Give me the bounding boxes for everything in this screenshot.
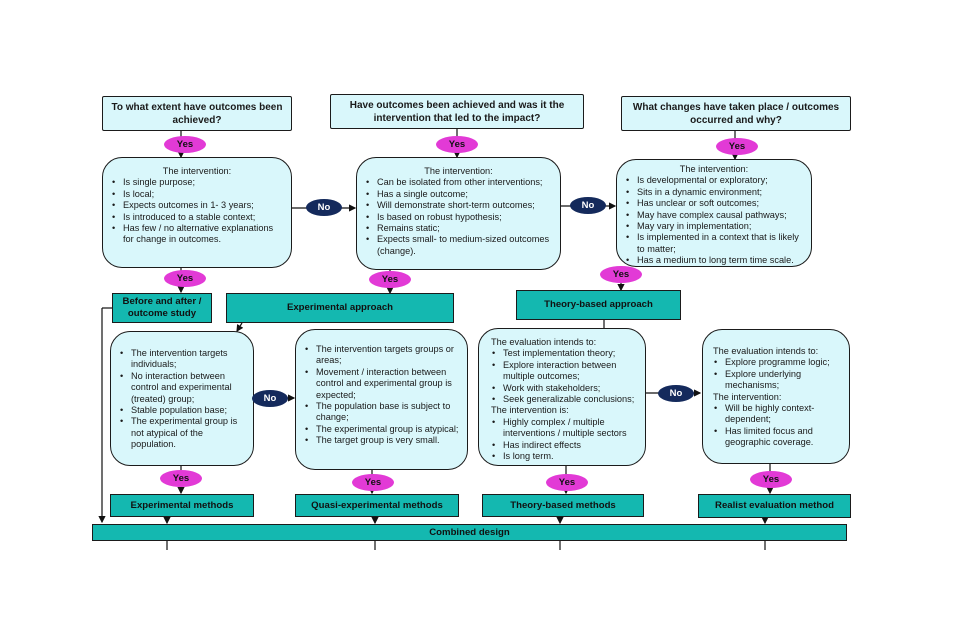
criteria-item: Movement / interaction between control a… bbox=[305, 367, 459, 401]
criteria-item: Highly complex / multiple interventions … bbox=[492, 417, 637, 440]
yes-label: Yes bbox=[164, 136, 206, 153]
yes-label: Yes bbox=[600, 266, 642, 283]
question-changes-why: What changes have taken place / outcomes… bbox=[621, 96, 851, 131]
theory-based-methods: Theory-based methods bbox=[482, 494, 644, 517]
criteria-list: Will be highly context-dependent; Has li… bbox=[713, 403, 841, 449]
yes-label: Yes bbox=[750, 471, 792, 488]
criteria-box-realist: The evaluation intends to: Explore progr… bbox=[702, 329, 850, 464]
criteria-heading: The intervention is: bbox=[491, 405, 569, 416]
criteria-box-quasi-methods: The intervention targets groups or areas… bbox=[295, 329, 468, 470]
combined-design: Combined design bbox=[92, 524, 847, 541]
criteria-heading: The intervention: bbox=[713, 391, 782, 402]
no-label: No bbox=[570, 197, 606, 214]
criteria-item: Work with stakeholders; bbox=[492, 383, 637, 395]
experimental-methods: Experimental methods bbox=[110, 494, 254, 517]
quasi-experimental-methods: Quasi-experimental methods bbox=[295, 494, 459, 517]
arrow-experimental-to-criteria bbox=[236, 322, 244, 333]
criteria-list: Highly complex / multiple interventions … bbox=[491, 417, 637, 463]
criteria-item: Has few / no alternative explanations fo… bbox=[112, 223, 283, 246]
question-outcomes-attribution: Have outcomes been achieved and was it t… bbox=[330, 94, 584, 129]
criteria-list: Is developmental or exploratory; Sits in… bbox=[625, 175, 803, 267]
experimental-approach: Experimental approach bbox=[226, 293, 454, 323]
no-label: No bbox=[252, 390, 288, 407]
realist-evaluation-method: Realist evaluation method bbox=[698, 494, 851, 518]
criteria-item: Explore interaction between multiple out… bbox=[492, 360, 637, 383]
criteria-item: The population base is subject to change… bbox=[305, 401, 459, 424]
criteria-item: Remains static; bbox=[366, 223, 552, 235]
criteria-item: Is based on robust hypothesis; bbox=[366, 212, 552, 224]
criteria-item: No interaction between control and exper… bbox=[120, 371, 245, 405]
criteria-item: Has a medium to long term time scale. bbox=[626, 255, 803, 267]
criteria-heading: The evaluation intends to: bbox=[713, 346, 819, 356]
criteria-box-theory-methods: The evaluation intends to: Test implemen… bbox=[478, 328, 646, 466]
question-outcomes-extent: To what extent have outcomes been achiev… bbox=[102, 96, 292, 131]
criteria-item: Explore programme logic; bbox=[714, 357, 841, 369]
criteria-item: Has unclear or soft outcomes; bbox=[626, 198, 803, 210]
criteria-list: Can be isolated from other interventions… bbox=[365, 177, 552, 257]
criteria-list: Is single purpose; Is local; Expects out… bbox=[111, 177, 283, 245]
criteria-item: Expects outcomes in 1- 3 years; bbox=[112, 200, 283, 212]
yes-label: Yes bbox=[546, 474, 588, 491]
criteria-item: Stable population base; bbox=[120, 405, 245, 417]
criteria-item: Has a single outcome; bbox=[366, 189, 552, 201]
criteria-list: The intervention targets individuals; No… bbox=[119, 348, 245, 451]
criteria-item: The experimental group is not atypical o… bbox=[120, 416, 245, 450]
criteria-item: Has limited focus and geographic coverag… bbox=[714, 426, 841, 449]
no-label: No bbox=[306, 199, 342, 216]
criteria-list: Test implementation theory; Explore inte… bbox=[491, 348, 637, 405]
criteria-item: Can be isolated from other interventions… bbox=[366, 177, 552, 189]
criteria-item: Is introduced to a stable context; bbox=[112, 212, 283, 224]
criteria-item: The intervention targets individuals; bbox=[120, 348, 245, 371]
criteria-item: Is long term. bbox=[492, 451, 637, 463]
yes-label: Yes bbox=[436, 136, 478, 153]
criteria-list: Explore programme logic; Explore underly… bbox=[713, 357, 841, 391]
criteria-item: Will be highly context-dependent; bbox=[714, 403, 841, 426]
criteria-item: Seek generalizable conclusions; bbox=[492, 394, 637, 406]
yes-label: Yes bbox=[164, 270, 206, 287]
criteria-item: Is local; bbox=[112, 189, 283, 201]
criteria-item: Test implementation theory; bbox=[492, 348, 637, 360]
criteria-item: Has indirect effects bbox=[492, 440, 637, 452]
yes-label: Yes bbox=[160, 470, 202, 487]
criteria-item: Will demonstrate short-term outcomes; bbox=[366, 200, 552, 212]
criteria-item: Explore underlying mechanisms; bbox=[714, 369, 841, 392]
criteria-list: The intervention targets groups or areas… bbox=[304, 344, 459, 447]
criteria-heading: The intervention: bbox=[424, 166, 493, 176]
criteria-item: Expects small- to medium-sized outcomes … bbox=[366, 234, 552, 257]
criteria-item: May vary in implementation; bbox=[626, 221, 803, 233]
criteria-item: May have complex causal pathways; bbox=[626, 210, 803, 222]
before-after-outcome-study: Before and after / outcome study bbox=[112, 293, 212, 323]
theory-based-approach: Theory-based approach bbox=[516, 290, 681, 320]
criteria-item: The target group is very small. bbox=[305, 435, 459, 447]
criteria-heading: The evaluation intends to: bbox=[491, 337, 597, 347]
criteria-item: Sits in a dynamic environment; bbox=[626, 187, 803, 199]
criteria-item: Is single purpose; bbox=[112, 177, 283, 189]
criteria-box-experimental-methods: The intervention targets individuals; No… bbox=[110, 331, 254, 466]
criteria-box-theory: The intervention: Is developmental or ex… bbox=[616, 159, 812, 267]
criteria-item: Is developmental or exploratory; bbox=[626, 175, 803, 187]
criteria-box-experimental: The intervention: Can be isolated from o… bbox=[356, 157, 561, 270]
criteria-box-before-after: The intervention: Is single purpose; Is … bbox=[102, 157, 292, 268]
criteria-item: The experimental group is atypical; bbox=[305, 424, 459, 436]
criteria-heading: The intervention: bbox=[162, 166, 232, 176]
criteria-item: The intervention targets groups or areas… bbox=[305, 344, 459, 367]
yes-label: Yes bbox=[369, 271, 411, 288]
no-label: No bbox=[658, 385, 694, 402]
criteria-heading: The intervention: bbox=[679, 164, 749, 174]
yes-label: Yes bbox=[716, 138, 758, 155]
yes-label: Yes bbox=[352, 474, 394, 491]
criteria-item: Is implemented in a context that is like… bbox=[626, 232, 803, 255]
